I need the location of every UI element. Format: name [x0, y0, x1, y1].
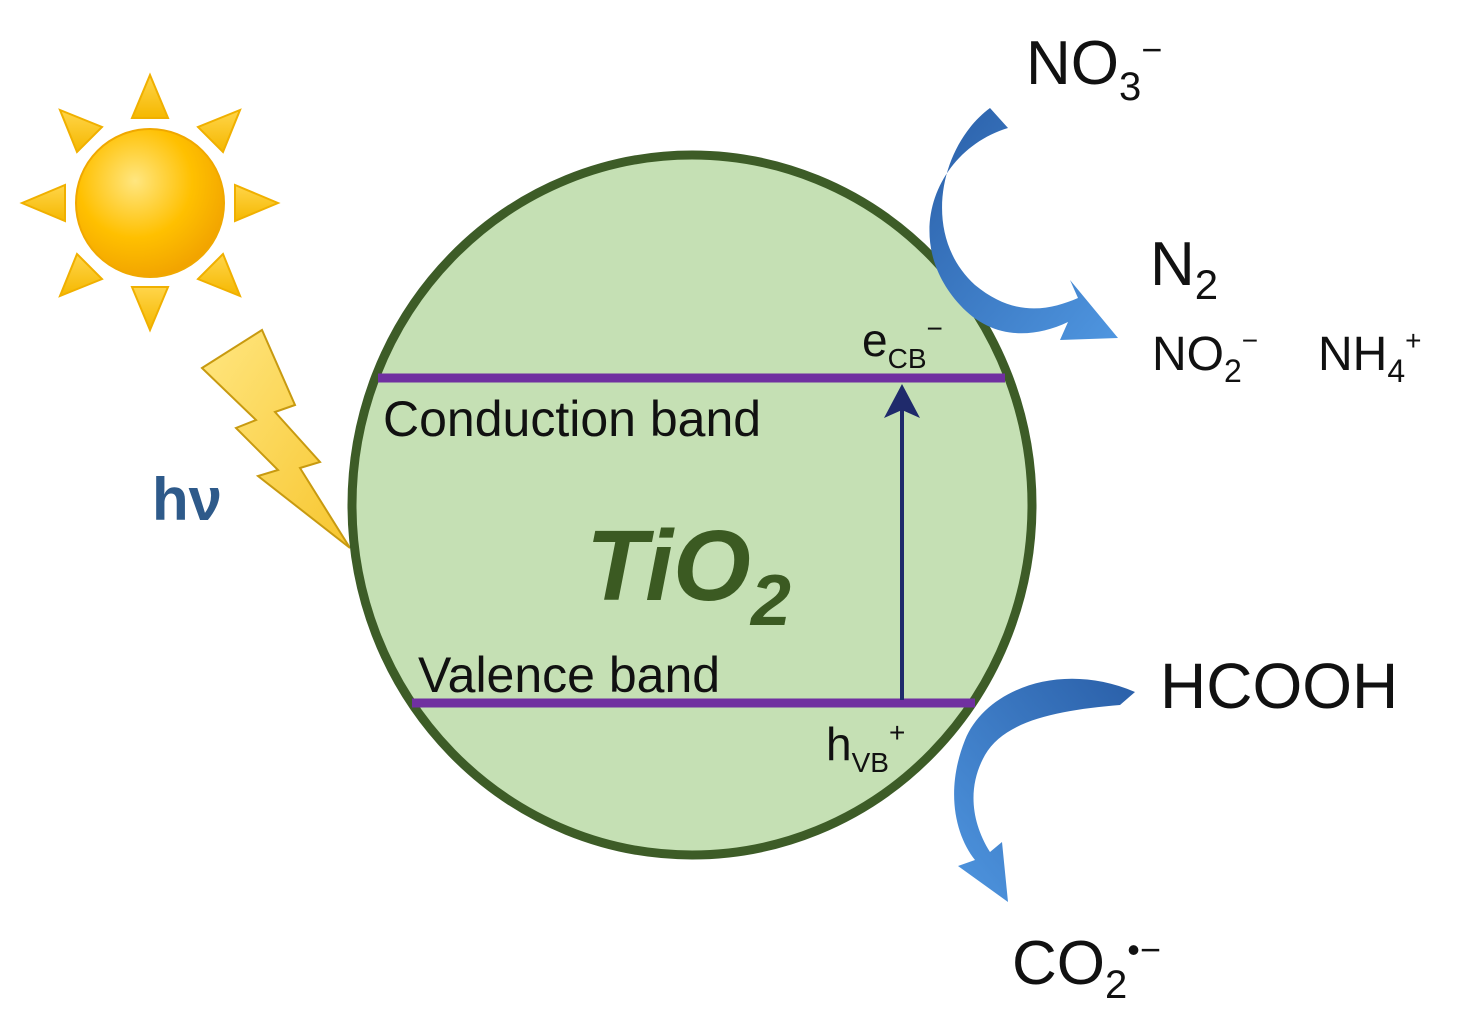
sun-icon	[19, 72, 281, 333]
light-label: hν	[152, 466, 222, 533]
tio2-particle	[347, 150, 1037, 860]
carbon-dioxide-radical-label: CO2•−	[1012, 929, 1161, 1007]
oxidation-curved-arrow	[954, 678, 1135, 902]
material-label: TiO2	[586, 510, 791, 641]
conduction-band-label: Conduction band	[383, 391, 761, 447]
formic-acid-label: HCOOH	[1160, 650, 1398, 722]
valence-band-label: Valence band	[418, 647, 720, 703]
electron-label: eCB−	[862, 313, 943, 374]
ammonium-label: NH4+	[1318, 325, 1421, 389]
nitrite-label: NO2−	[1152, 325, 1258, 389]
reduction-curved-arrow	[929, 108, 1118, 340]
lightning-icon	[200, 328, 351, 549]
nitrate-label: NO3−	[1026, 29, 1162, 109]
nitrogen-label: N2	[1150, 230, 1218, 308]
excitation-arrow	[884, 384, 920, 700]
hole-label: hVB+	[826, 717, 905, 778]
